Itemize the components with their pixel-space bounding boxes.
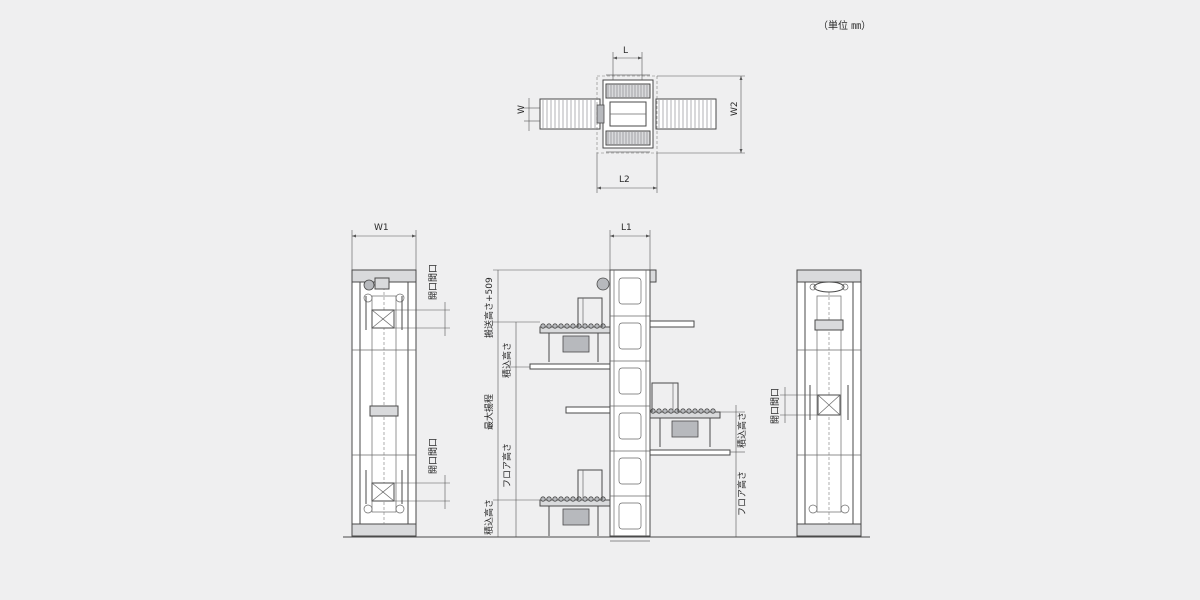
middle-left-pipe <box>565 406 611 414</box>
roller <box>656 408 662 414</box>
dim-L-label: L <box>623 46 628 56</box>
roller <box>546 496 552 502</box>
opening-label-right: 開口間口 <box>770 388 781 424</box>
dim-W2-label: W2 <box>730 101 740 116</box>
roller <box>692 408 698 414</box>
roller <box>600 496 606 502</box>
roller <box>540 496 546 502</box>
dim-W1-label: W1 <box>374 223 389 233</box>
roller <box>576 323 582 329</box>
motor-left <box>363 279 375 291</box>
roller <box>588 323 594 329</box>
tower-window <box>618 322 642 350</box>
roller <box>710 408 716 414</box>
roller <box>582 496 588 502</box>
roller <box>558 496 564 502</box>
roller <box>570 496 576 502</box>
roller <box>540 323 546 329</box>
right-top-sprocket <box>813 281 845 293</box>
roller <box>552 496 558 502</box>
roller <box>704 408 710 414</box>
tower-window <box>618 412 642 440</box>
roller <box>576 496 582 502</box>
roller <box>662 408 668 414</box>
middle-right-guard <box>651 382 679 412</box>
tower-window <box>618 277 642 305</box>
roller <box>594 496 600 502</box>
front-view: L1 搬送高さ+509 積込高さ 最大揚程 フロア高さ 積込高さ 積込高さ フロ… <box>470 223 870 542</box>
label-floor-height-right: フロア高さ <box>736 471 748 516</box>
roller <box>558 323 564 329</box>
roller <box>564 496 570 502</box>
roller <box>552 323 558 329</box>
dim-W-label: W <box>517 105 527 114</box>
roller <box>686 408 692 414</box>
middle-right-drive <box>671 420 699 438</box>
tower-window <box>618 502 642 530</box>
lower-left-drive <box>562 508 590 526</box>
left-coupling <box>369 405 399 417</box>
label-floor-height-left: フロア高さ <box>501 443 513 488</box>
tower-window <box>618 457 642 485</box>
roller <box>650 408 656 414</box>
roller <box>668 408 674 414</box>
dim-L1-label: L1 <box>621 223 632 233</box>
label-conveying-height-plus: 搬送高さ+509 <box>483 277 495 338</box>
roller <box>546 323 552 329</box>
upper-left-floor-plate <box>529 363 611 370</box>
front-motor <box>596 277 610 291</box>
side-view-right: 開口間口 <box>770 269 870 538</box>
label-max-stroke: 最大揚程 <box>483 394 495 430</box>
tower-window <box>618 367 642 395</box>
opening-label-lower: 開口間口 <box>428 438 439 474</box>
roller <box>594 323 600 329</box>
label-loading-height-lower: 積込高さ <box>483 499 495 535</box>
lower-left-guard <box>577 469 603 500</box>
roller <box>674 408 680 414</box>
plan-conveyor-right <box>655 98 717 130</box>
plan-view: L W W2 L2 <box>517 46 745 193</box>
side-view-left: W1 開口間口 開口間口 <box>343 223 470 538</box>
roller <box>570 323 576 329</box>
upper-left-drive <box>562 335 590 353</box>
plan-lift-bottom-bank <box>605 130 651 146</box>
label-loading-height-upper: 積込高さ <box>501 342 513 378</box>
roller <box>680 408 686 414</box>
label-loading-height-right: 積込高さ <box>736 412 748 448</box>
middle-right-floor-plate <box>649 449 731 456</box>
unit-label: （単位 ㎜） <box>818 21 872 32</box>
plan-conveyor-left <box>539 98 601 130</box>
roller <box>698 408 704 414</box>
lift-tower <box>609 269 651 537</box>
dim-L2-label: L2 <box>619 175 630 185</box>
plan-lift-top-bank <box>605 83 651 99</box>
roller <box>600 323 606 329</box>
plan-drive-box <box>596 104 605 124</box>
opening-label-upper: 開口間口 <box>428 264 439 300</box>
right-coupling <box>814 319 844 331</box>
roller <box>588 496 594 502</box>
upper-left-guard <box>577 297 603 327</box>
roller <box>582 323 588 329</box>
roller <box>564 323 570 329</box>
upper-right-pipe <box>649 320 695 328</box>
